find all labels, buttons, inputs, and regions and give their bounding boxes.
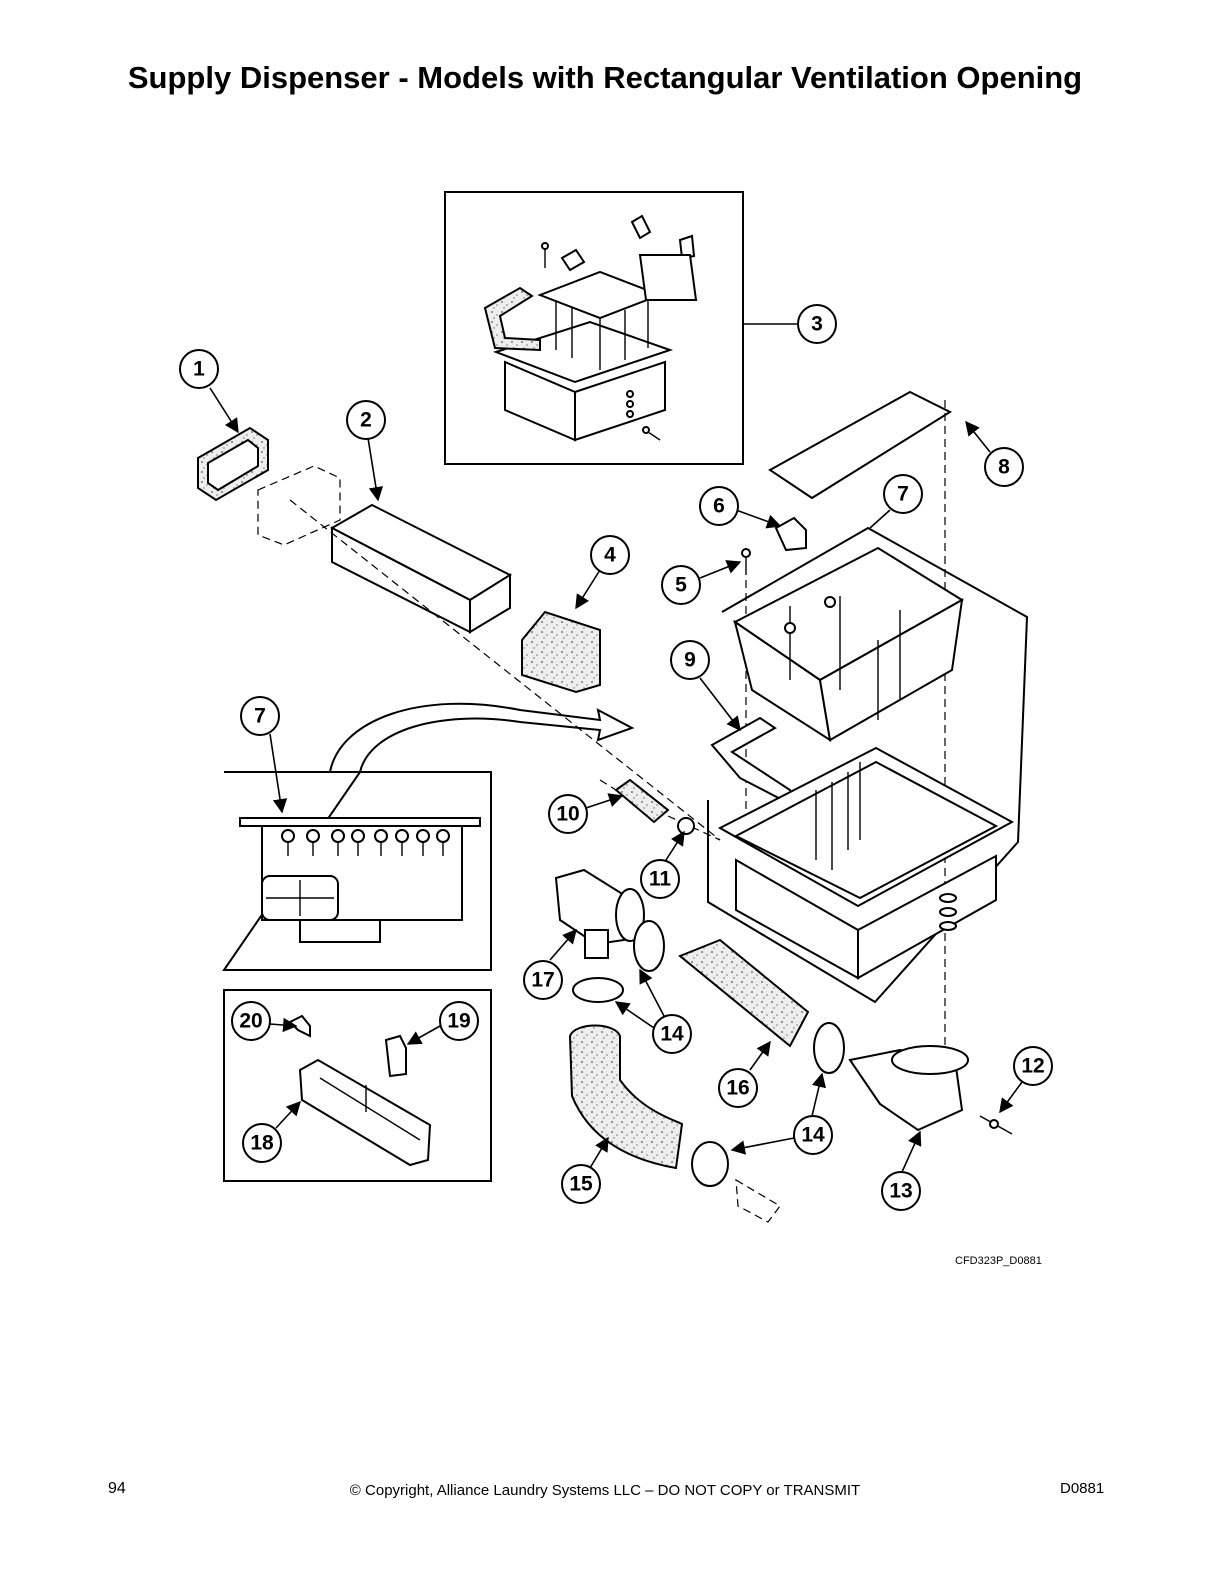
callout-17-label: 17: [531, 969, 554, 992]
callout-8-label: 8: [998, 456, 1010, 479]
dispenser-housing: [717, 746, 1015, 980]
callout-15: 15: [561, 1164, 601, 1204]
dispenser-drawer: [733, 546, 964, 743]
copyright-notice: © Copyright, Alliance Laundry Systems LL…: [349, 1482, 861, 1499]
callout-16: 16: [718, 1068, 758, 1108]
small-parts-inset: [223, 989, 492, 1182]
page-number: 94: [108, 1480, 126, 1497]
callout-5: 5: [661, 565, 701, 605]
callout-7-inset: 7: [240, 696, 280, 736]
callout-7-top: 7: [883, 474, 923, 514]
callout-4-label: 4: [604, 544, 616, 567]
leader-lines: [209, 387, 1023, 1173]
callout-11: 11: [640, 859, 680, 899]
drawing-code: CFD323P_D0881: [955, 1255, 1042, 1267]
dispenser-assembly-inset: [444, 191, 798, 465]
callout-16-label: 16: [726, 1077, 749, 1100]
callout-15-label: 15: [569, 1173, 593, 1196]
callout-10: 10: [548, 794, 588, 834]
callout-12-label: 12: [1021, 1055, 1044, 1078]
callout-13: 13: [881, 1171, 921, 1211]
callout-4: 4: [590, 535, 630, 575]
outlet-elbow: [848, 1045, 969, 1132]
callout-2: 2: [346, 400, 386, 440]
callout-10-label: 10: [556, 803, 579, 826]
callout-12: 12: [1013, 1046, 1053, 1086]
callout-9-label: 9: [684, 649, 696, 672]
callout-6: 6: [699, 486, 739, 526]
callout-13-label: 13: [889, 1180, 912, 1203]
callout-8: 8: [984, 447, 1024, 487]
callout-7-top-label: 7: [897, 483, 909, 506]
callout-5-label: 5: [675, 574, 687, 597]
callout-19-label: 19: [447, 1010, 470, 1033]
callout-6-label: 6: [713, 495, 725, 518]
callout-18: 18: [242, 1123, 282, 1163]
drain-hose-elbow: [568, 1024, 684, 1170]
callout-1: 1: [179, 349, 219, 389]
valve-body: [554, 868, 645, 959]
callout-18-label: 18: [250, 1132, 274, 1155]
callout-14-b-label: 14: [801, 1124, 825, 1147]
callout-19: 19: [439, 1001, 479, 1041]
callout-7-inset-label: 7: [254, 705, 266, 728]
callout-1-label: 1: [193, 358, 205, 381]
main-exploded-view: [197, 390, 1029, 1223]
bezel-gasket: [197, 426, 269, 502]
filter-sleeve: [521, 610, 601, 694]
callout-17: 17: [523, 960, 563, 1000]
dispenser-front-inset: [222, 702, 635, 971]
air-duct: [329, 503, 513, 634]
callout-2-label: 2: [360, 409, 372, 432]
callout-14-b: 14: [793, 1115, 833, 1155]
callout-14-a: 14: [652, 1014, 692, 1054]
drain-hose-straight: [678, 938, 810, 1048]
callout-11-label: 11: [649, 868, 672, 891]
callout-14-a-label: 14: [660, 1023, 684, 1046]
cover-plate: [768, 390, 953, 500]
callout-20-label: 20: [239, 1010, 262, 1033]
document-id: D0881: [1060, 1480, 1105, 1497]
callout-20: 20: [231, 1001, 271, 1041]
page-title: Supply Dispenser - Models with Rectangul…: [127, 60, 1083, 95]
callout-3: 3: [797, 304, 837, 344]
callout-3-label: 3: [811, 313, 823, 336]
dispenser-assembly-outline: [707, 526, 1029, 1004]
callout-9: 9: [670, 640, 710, 680]
